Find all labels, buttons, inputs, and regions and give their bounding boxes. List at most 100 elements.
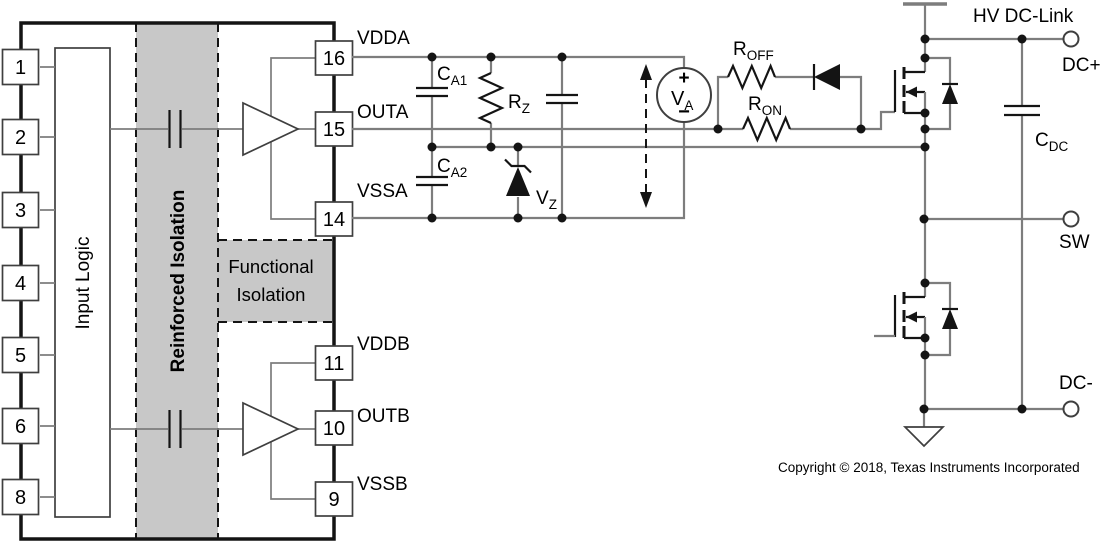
pin-box-8 [1,478,40,516]
input-logic-block [54,47,111,518]
mosfet-body-arrow-icon [906,86,917,98]
pin-number-16: 16 [323,48,345,70]
junction-dot [920,34,930,44]
junction-dot [920,142,930,152]
junction-dot [427,52,437,62]
junction-dot [919,404,929,414]
rz-label-sub: Z [522,101,530,116]
wire-vssa-rail [352,122,686,220]
zener-cathode-bar [504,158,532,174]
rz-label: RZ [508,92,530,116]
pin-number-3: 3 [15,200,26,222]
resistor-ron-icon [741,115,792,143]
vssb-label: VSSB [357,474,408,495]
terminal-dc-plus [1062,30,1080,48]
resistor-roff-icon [726,63,777,91]
junction-dot [920,333,930,343]
ca2-label-sub: A2 [451,165,468,180]
junction-dot [920,350,930,360]
junction-dot [1017,34,1027,44]
junction-dot [1017,404,1027,414]
zener-vz-icon [506,167,530,196]
copyright-text: Copyright © 2018, Texas Instruments Inco… [778,460,1080,475]
pin-number-2: 2 [15,127,26,149]
junction-dot [557,52,567,62]
pin-box-1 [1,48,40,86]
functional-isolation-dashed-border [218,239,333,323]
mosfet-high-side [893,56,958,131]
pin-box-9 [314,481,354,517]
mosfet-low-side [874,281,958,357]
ron-label-sub: ON [762,103,782,118]
cdc-label-main: C [1035,130,1049,151]
junction-dot [920,278,930,288]
vz-label-main: V [536,188,549,209]
wire-vdda-rail [352,55,686,68]
pin-number-1: 1 [15,57,26,79]
va-label-main: V [671,88,685,110]
cdc-label-sub: DC [1049,139,1069,154]
pin-box-14 [314,201,354,237]
pin-box-6 [1,407,40,445]
junction-dot [513,142,523,152]
roff-label-main: R [733,39,747,60]
capacitor-bypass-icon [546,93,578,105]
capacitor-ca1-icon [416,86,448,98]
vdda-label: VDDA [357,28,410,49]
junction-dot [713,124,723,134]
pin-number-15: 15 [323,119,345,141]
pin-box-5 [1,336,40,374]
pin-box-3 [1,191,40,229]
dc-plus-label: DC+ [1062,55,1101,76]
terminal-dc-minus [1062,400,1080,418]
body-diode-high-icon [942,84,958,104]
vssa-label: VSSA [357,181,408,202]
junction-dot [557,213,567,223]
capacitor-ca2-icon [416,175,448,187]
functional-isolation-label-line2: Isolation [237,284,306,305]
vddb-label: VDDB [357,334,410,355]
va-plus-sign: + [678,68,689,89]
va-label-sub: A [684,98,693,113]
wire-body-diode-loop-low [925,281,952,357]
va-minus-sign: − [678,101,690,123]
reinforced-isolation-label: Reinforced Isolation [168,190,189,373]
terminal-labels: HV DC-Link DC+ SW DC- [973,6,1101,394]
hv-dc-link-label: HV DC-Link [973,6,1074,27]
rz-label-main: R [508,92,522,113]
junction-dot [427,213,437,223]
junction-dots [427,34,1027,414]
power-stage [874,2,1080,448]
junction-dot [486,52,496,62]
reinforced-isolation-band [136,23,218,538]
junction-dot [920,108,930,118]
roff-label: ROFF [733,39,774,63]
vz-label: VZ [536,188,557,212]
pin-number-9: 9 [328,489,339,511]
pin-name-labels: VDDA OUTA VSSA VDDB OUTB VSSB [357,28,410,495]
pin-number-11: 11 [324,353,345,375]
outa-label: OUTA [357,102,409,123]
isolation-capacitor-a-icon [168,110,182,148]
input-logic-label: Input Logic [73,237,94,330]
vz-label-sub: Z [549,197,557,212]
ca2-label: CA2 [437,156,467,180]
buffer-b-triangle [242,401,300,457]
functional-isolation-box [218,240,333,322]
right-pin-boxes: 16 15 14 11 10 9 [314,40,354,517]
ron-label: RON [748,94,782,118]
ground-icon [902,426,946,448]
pin-box-2 [1,118,40,156]
left-pin-stubs [40,66,55,498]
mosfet-body-arrow-low-icon [906,311,917,323]
roff-label-sub: OFF [747,48,774,63]
wire-outa [352,110,895,131]
pin-number-6: 6 [15,416,26,438]
junction-dot [919,214,929,224]
sw-label: SW [1059,232,1090,253]
junction-dot [486,142,496,152]
pin-box-15 [314,111,354,147]
va-source-circle [656,67,712,123]
